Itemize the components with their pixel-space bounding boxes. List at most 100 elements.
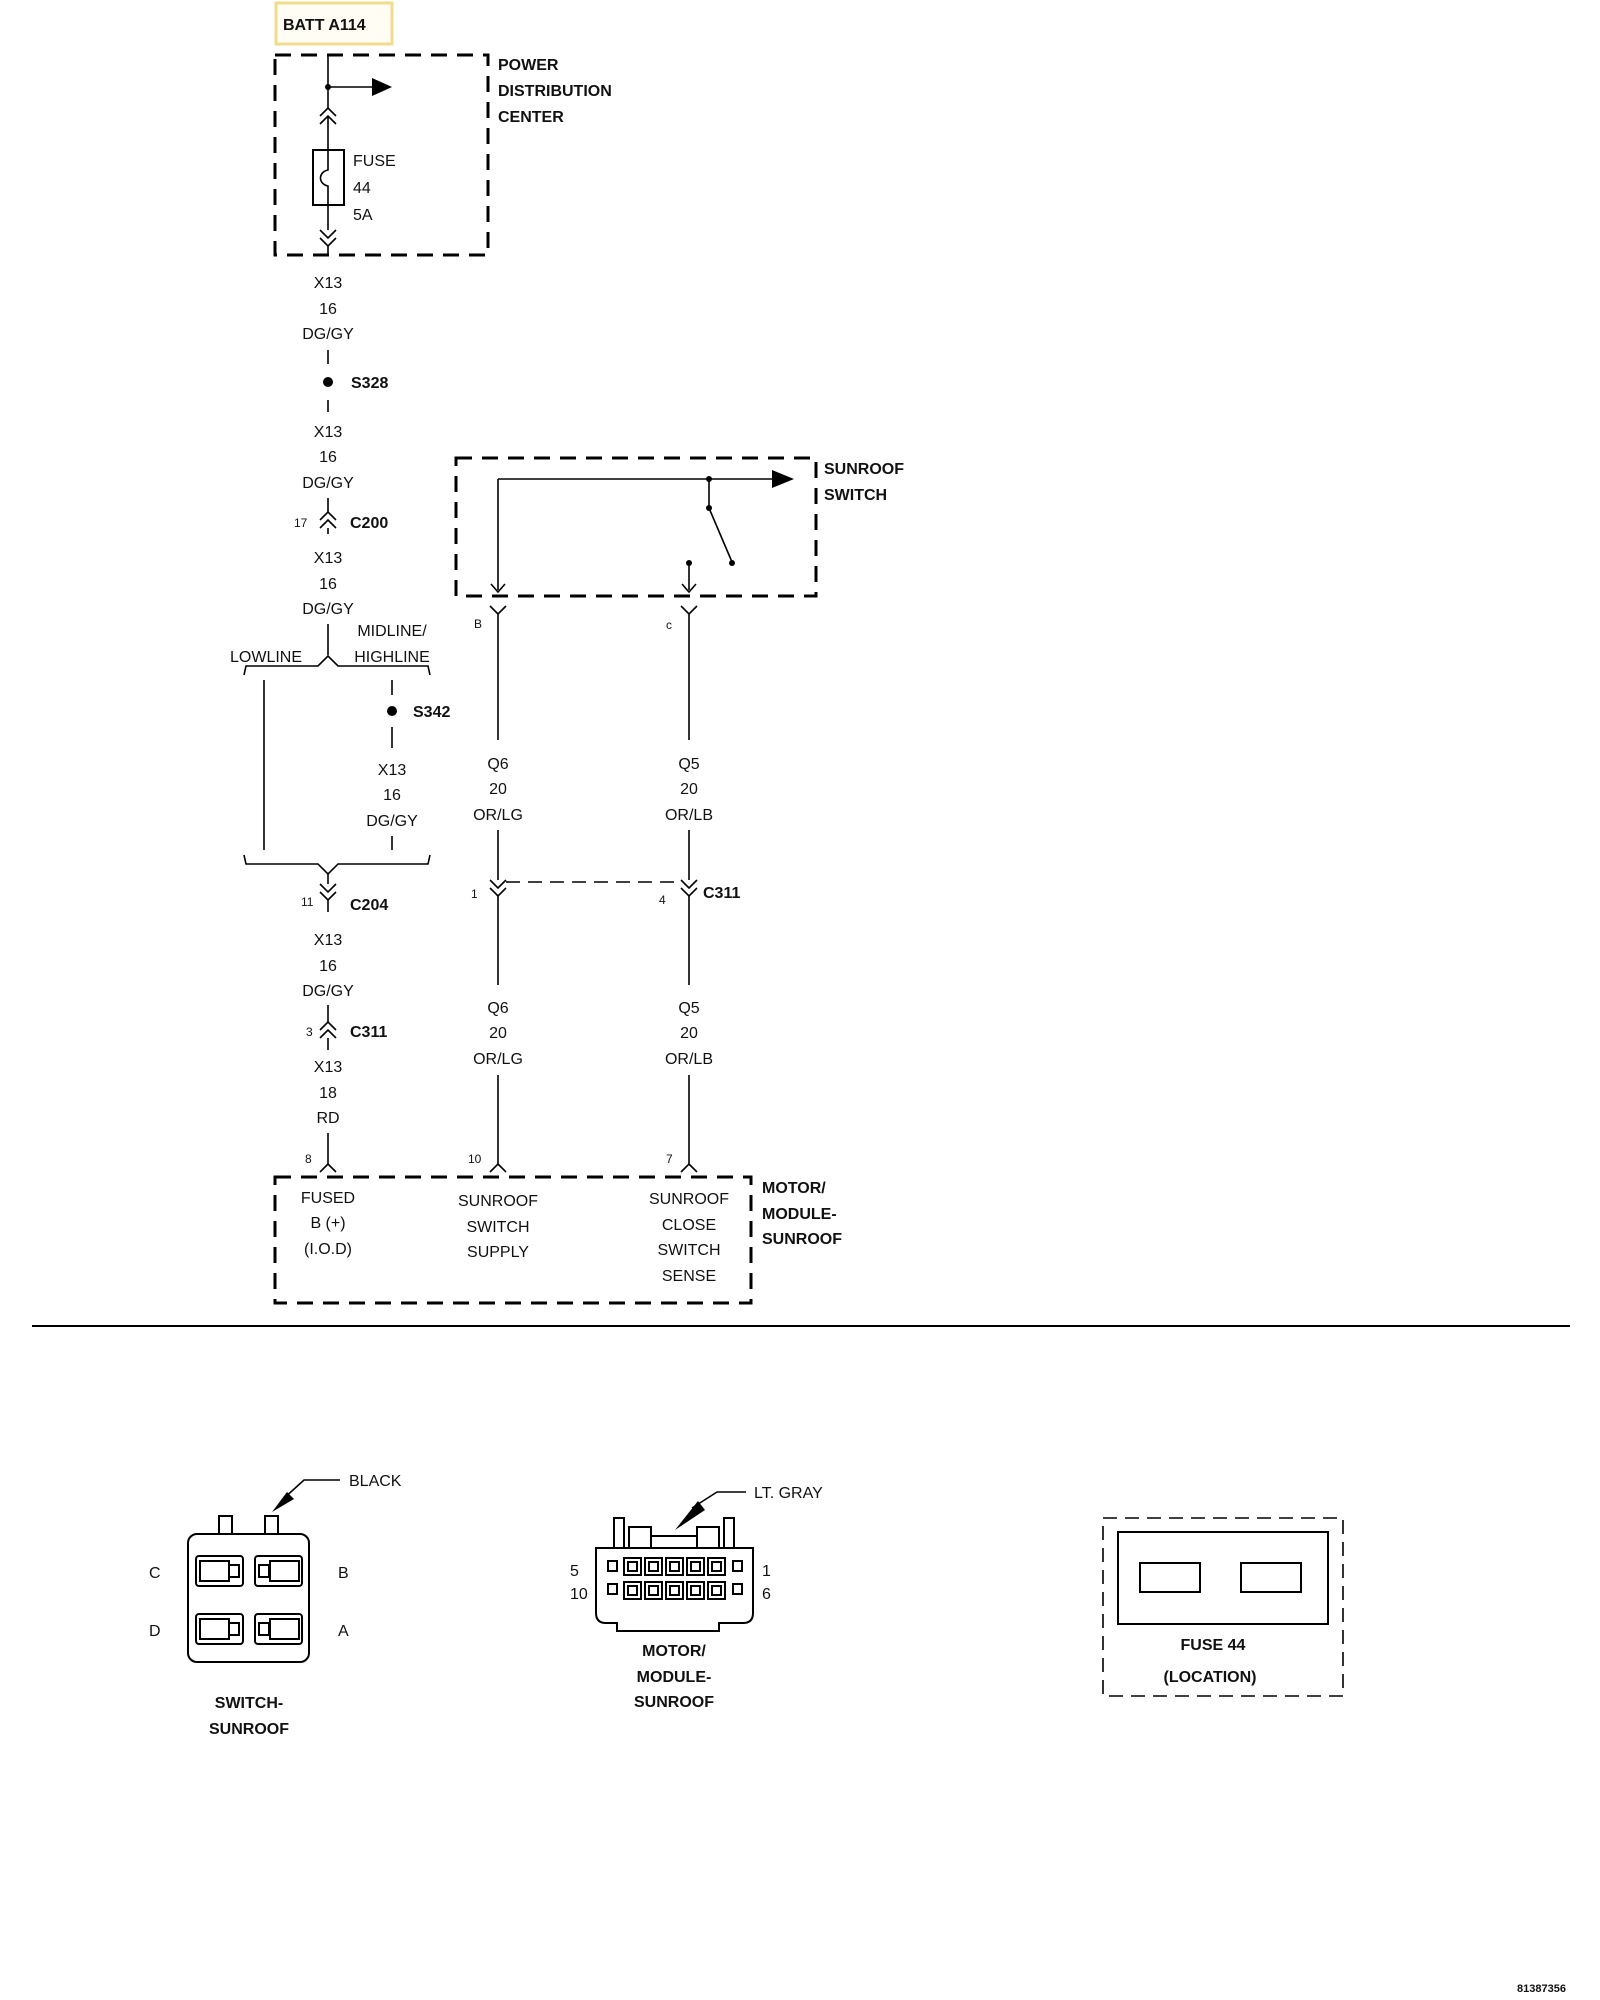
c311-pin-1: 1 <box>471 887 478 901</box>
svg-text:HIGHLINE: HIGHLINE <box>354 649 430 666</box>
svg-text:18: 18 <box>319 1085 337 1102</box>
svg-text:CENTER: CENTER <box>498 109 564 126</box>
svg-text:X13: X13 <box>314 1059 343 1076</box>
fuse-slot-left <box>1139 1562 1201 1593</box>
svg-text:16: 16 <box>383 787 401 804</box>
module-pin10-connector-icon <box>489 1162 507 1173</box>
lt-gray-callout-arrow-icon <box>675 1501 705 1530</box>
svg-text:X13: X13 <box>378 762 407 779</box>
svg-text:X13: X13 <box>314 275 343 292</box>
svg-text:DG/GY: DG/GY <box>302 983 354 1000</box>
svg-text:SUPPLY: SUPPLY <box>467 1244 529 1261</box>
module-pin-7: 7 <box>666 1152 673 1166</box>
lt-gray-callout-leader <box>691 1491 746 1509</box>
svg-text:X13: X13 <box>314 550 343 567</box>
svg-text:20: 20 <box>680 1025 698 1042</box>
c311-left-label: C311 <box>350 1024 387 1041</box>
svg-text:DG/GY: DG/GY <box>366 813 418 830</box>
switch-connector-pin-b: B <box>338 1565 349 1582</box>
c200-label: C200 <box>350 515 388 532</box>
svg-text:POWER: POWER <box>498 57 559 74</box>
svg-text:SWITCH: SWITCH <box>466 1219 529 1236</box>
svg-text:Q5: Q5 <box>678 756 699 773</box>
fuse-location-label: FUSE 44 (LOCATION) <box>1163 1637 1256 1686</box>
module-connector-callout: LT. GRAY <box>754 1485 823 1502</box>
svg-text:OR/LB: OR/LB <box>665 1051 713 1068</box>
svg-text:MODULE-: MODULE- <box>762 1206 837 1223</box>
svg-text:(LOCATION): (LOCATION) <box>1163 1669 1256 1686</box>
fuse-slot-right <box>1240 1562 1302 1593</box>
svg-text:X13: X13 <box>314 932 343 949</box>
c311-pin4-icon <box>680 879 698 898</box>
module-pin-8: 8 <box>305 1152 312 1166</box>
svg-text:SUNROOF: SUNROOF <box>458 1193 538 1210</box>
svg-text:20: 20 <box>680 781 698 798</box>
bus-arrow-icon <box>372 78 392 96</box>
module-connector-pin-6: 6 <box>762 1586 771 1603</box>
pdc-label: POWER DISTRIBUTION CENTER <box>498 57 612 126</box>
switch-pin-b: B <box>474 617 482 631</box>
wire-label-seg5: X13 16 DG/GY <box>302 932 354 1000</box>
image-id: 81387356 <box>1517 1983 1566 1995</box>
c311-pin1-icon <box>489 879 507 898</box>
svg-text:Q5: Q5 <box>678 1000 699 1017</box>
switch-connector-pin-c: C <box>149 1565 161 1582</box>
sunroof-switch-label: SUNROOF SWITCH <box>824 461 904 504</box>
svg-text:SENSE: SENSE <box>662 1268 716 1285</box>
black-callout-arrow-icon <box>272 1492 294 1512</box>
svg-text:SWITCH: SWITCH <box>824 487 887 504</box>
splice-s328 <box>323 377 333 387</box>
svg-text:Q6: Q6 <box>487 756 508 773</box>
splice-s342-label: S342 <box>413 704 450 721</box>
svg-text:OR/LG: OR/LG <box>473 1051 523 1068</box>
power-distribution-center-box <box>273 53 490 257</box>
svg-text:44: 44 <box>353 180 371 197</box>
module-connector-pin-10: 10 <box>570 1586 588 1603</box>
module-pin8-connector-icon <box>319 1162 337 1173</box>
svg-text:DG/GY: DG/GY <box>302 601 354 618</box>
c200-pin: 17 <box>294 516 308 530</box>
svg-text:SUNROOF: SUNROOF <box>649 1191 729 1208</box>
switch-connector-callout: BLACK <box>349 1473 402 1490</box>
svg-text:MODULE-: MODULE- <box>637 1669 712 1686</box>
option-merge-brace <box>243 854 431 876</box>
module-connector-pin-1: 1 <box>762 1563 771 1580</box>
wire-label-seg2: X13 16 DG/GY <box>302 424 354 492</box>
svg-text:OR/LG: OR/LG <box>473 807 523 824</box>
svg-text:20: 20 <box>489 1025 507 1042</box>
svg-text:DG/GY: DG/GY <box>302 475 354 492</box>
svg-text:5A: 5A <box>353 207 373 224</box>
svg-text:(I.O.D): (I.O.D) <box>304 1241 352 1258</box>
connector-c204-icon <box>319 883 337 902</box>
svg-text:SWITCH-: SWITCH- <box>215 1695 283 1712</box>
module-fused-b-plus-label: FUSED B (+) (I.O.D) <box>301 1190 355 1258</box>
c311-left-pin: 3 <box>306 1025 313 1039</box>
motor-module-sunroof-box <box>273 1175 753 1305</box>
wire-label-seg3: X13 16 DG/GY <box>302 550 354 618</box>
connector-c200-icon <box>319 510 337 529</box>
fuse-label: FUSE 44 5A <box>353 153 396 224</box>
splice-s328-label: S328 <box>351 375 388 392</box>
module-connector-label: MOTOR/ MODULE- SUNROOF <box>634 1643 714 1711</box>
wire-label-seg6: X13 18 RD <box>314 1059 343 1127</box>
svg-text:MOTOR/: MOTOR/ <box>642 1643 706 1660</box>
svg-text:16: 16 <box>319 301 337 318</box>
switch-sunroof-connector <box>187 1515 310 1663</box>
module-pin7-connector-icon <box>680 1162 698 1173</box>
switch-pin-c-connector-icon <box>680 605 698 616</box>
svg-text:B (+): B (+) <box>310 1215 345 1232</box>
wire-label-seg4: X13 16 DG/GY <box>366 762 418 830</box>
splice-s342 <box>387 706 397 716</box>
svg-text:OR/LB: OR/LB <box>665 807 713 824</box>
svg-text:16: 16 <box>319 576 337 593</box>
batt-label-box[interactable] <box>274 1 394 46</box>
connector-c311-left-icon <box>319 1020 337 1039</box>
switch-contact-icon <box>708 507 733 563</box>
switch-pin-b-connector-icon <box>489 605 507 616</box>
black-callout-leader <box>281 1479 340 1501</box>
svg-text:Q6: Q6 <box>487 1000 508 1017</box>
module-pin-10: 10 <box>468 1152 482 1166</box>
svg-text:DISTRIBUTION: DISTRIBUTION <box>498 83 612 100</box>
c204-label: C204 <box>350 897 388 914</box>
